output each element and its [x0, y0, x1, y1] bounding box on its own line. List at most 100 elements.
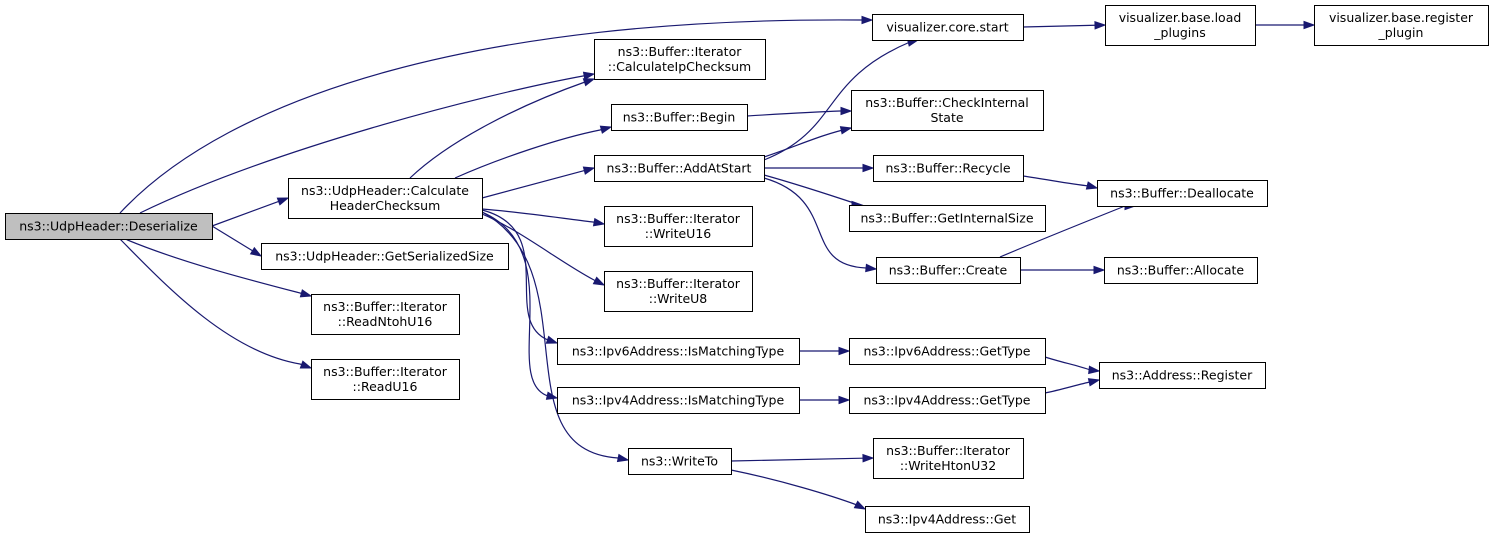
node-write-u8[interactable]: ns3::Buffer::Iterator::WriteU8 [604, 271, 753, 312]
edge-write_to-to-write_hton32 [730, 453, 875, 463]
node-box [849, 205, 1046, 232]
node-label-line: ns3::Ipv4Address::Get [878, 512, 1016, 527]
edge-add_at_start-to-get_internal_size [763, 174, 864, 210]
node-read-u16[interactable]: ns3::Buffer::Iterator::ReadU16 [311, 359, 460, 400]
edge-calc_header-to-ipv4_match [481, 211, 559, 400]
node-begin[interactable]: ns3::Buffer::Begin [611, 104, 748, 131]
edge-arrowhead [1094, 20, 1107, 30]
edge-line [999, 205, 1126, 258]
edge-arrowhead [249, 246, 263, 257]
edge-arrowhead [865, 263, 878, 273]
node-ipv4-get[interactable]: ns3::Ipv4Address::Get [865, 506, 1030, 533]
edge-arrowhead [299, 289, 313, 298]
node-label-line: visualizer.base.load [1119, 10, 1242, 25]
edge-add_at_start-to-check_internal [763, 126, 853, 158]
node-label-line: ns3::Buffer::Iterator [323, 299, 448, 314]
edge-line [1044, 356, 1091, 371]
node-recycle[interactable]: ns3::Buffer::Recycle [873, 155, 1024, 182]
node-vis-register[interactable]: visualizer.base.register_plugin [1314, 5, 1489, 46]
edge-line [124, 238, 302, 294]
edge-line [1022, 175, 1090, 187]
node-box [1105, 5, 1256, 46]
node-add-at-start[interactable]: ns3::Buffer::AddAtStart [594, 155, 765, 182]
edge-arrowhead [853, 500, 867, 510]
node-box [604, 271, 753, 312]
node-ipv4-gettype[interactable]: ns3::Ipv4Address::GetType [849, 387, 1046, 414]
node-allocate[interactable]: ns3::Buffer::Allocate [1104, 257, 1258, 284]
node-label-line: ns3::Buffer::Recycle [885, 161, 1010, 176]
node-label-line: ns3::Buffer::Allocate [1117, 263, 1245, 278]
node-create[interactable]: ns3::Buffer::Create [876, 257, 1021, 284]
node-ipv6-gettype[interactable]: ns3::Ipv6Address::GetType [849, 338, 1046, 365]
node-addr-register[interactable]: ns3::Address::Register [1099, 362, 1266, 389]
node-label-line: ns3::UdpHeader::GetSerializedSize [275, 249, 494, 264]
node-ipv6-match[interactable]: ns3::Ipv6Address::IsMatchingType [557, 338, 800, 365]
node-box [261, 243, 509, 270]
node-label-line: ns3::UdpHeader::Deserialize [19, 219, 198, 234]
call-graph-edges [119, 15, 1316, 510]
node-label-line: ns3::Buffer::Iterator [616, 211, 741, 226]
edge-deserialize-to-get_ser_size [211, 225, 263, 257]
node-label-line: ::ReadU16 [353, 379, 418, 394]
node-box [628, 448, 732, 475]
call-graph-nodes: ns3::UdpHeader::Deserializens3::UdpHeade… [5, 5, 1489, 533]
edge-deserialize-to-vis_start [119, 15, 874, 214]
node-box [288, 178, 483, 219]
edge-line [481, 170, 585, 199]
edge-arrowhead [545, 335, 559, 344]
node-deserialize[interactable]: ns3::UdpHeader::Deserialize [5, 213, 213, 240]
node-label-line: ns3::Address::Register [1112, 368, 1253, 383]
node-label-line: ns3::Buffer::Iterator [616, 276, 741, 291]
node-box [594, 39, 766, 80]
edge-arrowhead [582, 78, 596, 87]
node-vis-start[interactable]: visualizer.core.start [872, 14, 1024, 41]
node-label-line: State [930, 110, 963, 125]
edge-line [763, 177, 867, 269]
edge-ipv4_match-to-ipv4_gettype [799, 395, 851, 405]
node-read-ntoh16[interactable]: ns3::Buffer::Iterator::ReadNtohU16 [311, 294, 460, 335]
node-write-u16[interactable]: ns3::Buffer::Iterator::WriteU16 [604, 206, 753, 247]
node-label-line: ns3::Ipv4Address::GetType [864, 393, 1031, 408]
node-ipv4-match[interactable]: ns3::Ipv4Address::IsMatchingType [557, 387, 800, 414]
node-calc-ip[interactable]: ns3::Buffer::Iterator::CalculateIpChecks… [594, 39, 766, 80]
node-get-ser-size[interactable]: ns3::UdpHeader::GetSerializedSize [261, 243, 509, 270]
edge-line [730, 469, 858, 506]
node-write-hton32[interactable]: ns3::Buffer::Iterator::WriteHtonU32 [873, 438, 1024, 479]
node-label-line: ns3::Buffer::Iterator [323, 364, 448, 379]
node-deallocate[interactable]: ns3::Buffer::Deallocate [1097, 180, 1268, 207]
edge-calc_header-to-begin [454, 125, 613, 179]
node-label-line: ::WriteU8 [649, 291, 708, 306]
node-label-line: _plugins [1153, 25, 1205, 40]
edge-arrowhead [1087, 378, 1101, 387]
edge-line [211, 200, 279, 227]
edge-deserialize-to-read_ntoh16 [124, 238, 313, 298]
node-box [1097, 180, 1268, 207]
edge-arrowhead [1088, 365, 1101, 375]
edge-add_at_start-to-create [763, 177, 878, 273]
node-label-line: visualizer.base.register [1329, 10, 1474, 25]
node-write-to[interactable]: ns3::WriteTo [628, 448, 732, 475]
edge-begin-to-check_internal [746, 106, 853, 117]
edge-calc_header-to-write_to [481, 211, 630, 463]
edge-calc_header-to-add_at_start [481, 166, 596, 199]
edge-line [454, 129, 602, 179]
node-get-internal-size[interactable]: ns3::Buffer::GetInternalSize [849, 205, 1046, 232]
node-vis-load[interactable]: visualizer.base.load_plugins [1105, 5, 1256, 46]
node-label-line: ns3::Buffer::CheckInternal [865, 95, 1029, 110]
node-box [876, 257, 1021, 284]
edge-line [746, 110, 841, 117]
edge-arrowhead [838, 395, 851, 405]
edge-ipv4_gettype-to-addr_register [1044, 378, 1101, 394]
edge-arrowhead [1085, 181, 1099, 190]
edge-write_to-to-ipv4_get [730, 469, 867, 510]
edge-arrowhead [299, 360, 313, 369]
edge-vis_load-to-vis_register [1255, 20, 1316, 30]
node-label-line: ns3::Ipv6Address::IsMatchingType [572, 344, 785, 359]
edge-ipv6_gettype-to-addr_register [1044, 356, 1101, 375]
edge-line [730, 457, 864, 462]
node-label-line: ns3::WriteTo [641, 454, 718, 469]
node-box [1314, 5, 1489, 46]
